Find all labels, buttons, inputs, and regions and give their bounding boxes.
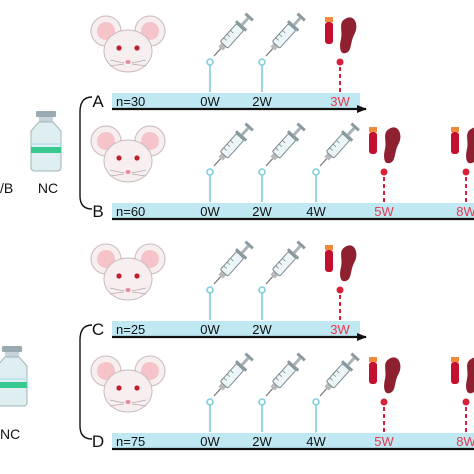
syringe-icon: [208, 238, 256, 290]
week-label: 2W: [252, 434, 272, 449]
timeline-bar: [112, 203, 474, 218]
injection-node: [312, 168, 320, 176]
group-bracket: [79, 324, 93, 440]
syringe-icon: [208, 120, 256, 172]
sample-node: [380, 168, 388, 176]
syringe-icon: [260, 10, 308, 62]
timeline-bar: [112, 433, 474, 448]
week-label: 2W: [252, 322, 272, 337]
injection-node: [258, 168, 266, 176]
mouse-icon: [90, 125, 166, 183]
syringe-icon: [208, 350, 256, 402]
syringe-icon: [208, 10, 256, 62]
syringe-icon: [260, 120, 308, 172]
sample-node: [462, 168, 470, 176]
blood-organ-sample-icon: [451, 127, 474, 164]
sample-node: [462, 398, 470, 406]
injection-node: [258, 398, 266, 406]
blood-organ-sample-icon: [369, 357, 401, 394]
blood-organ-sample-icon: [325, 17, 357, 54]
sample-week-label: 8W: [456, 434, 474, 449]
syringe-icon: [314, 350, 362, 402]
week-label: 2W: [252, 204, 272, 219]
syringe-icon: [260, 350, 308, 402]
week-label: 0W: [200, 94, 220, 109]
mouse-icon: [90, 243, 166, 301]
sample-week-label: 5W: [374, 204, 394, 219]
injection-node: [206, 398, 214, 406]
week-label: 4W: [306, 434, 326, 449]
timeline-bar: [112, 93, 360, 108]
week-label: 2W: [252, 94, 272, 109]
sample-node: [336, 58, 344, 66]
injection-node: [206, 286, 214, 294]
sample-week-label: 8W: [456, 204, 474, 219]
row-letter: A: [92, 92, 104, 111]
injection-node: [312, 398, 320, 406]
week-label: 4W: [306, 204, 326, 219]
sample-size-label: n=25: [116, 322, 145, 337]
blood-organ-sample-icon: [325, 245, 357, 282]
vaccine-vial-icon: [30, 110, 62, 172]
sample-week-label: 5W: [374, 434, 394, 449]
sample-size-label: n=30: [116, 94, 145, 109]
mouse-icon: [90, 355, 166, 413]
sample-node: [336, 286, 344, 294]
row-letter: B: [92, 202, 103, 221]
vaccine-vial-icon: [0, 345, 28, 407]
week-label: 0W: [200, 434, 220, 449]
sample-week-label: 3W: [330, 322, 350, 337]
vial-label: /B: [0, 180, 13, 196]
row-letter: C: [92, 320, 104, 339]
sample-size-label: n=60: [116, 204, 145, 219]
vial-label: NC: [38, 180, 58, 196]
group-bracket: [79, 96, 93, 210]
syringe-icon: [314, 120, 362, 172]
injection-node: [206, 58, 214, 66]
blood-organ-sample-icon: [451, 357, 474, 394]
row-letter: D: [92, 432, 104, 451]
vial-label: NC: [0, 426, 20, 442]
sample-node: [380, 398, 388, 406]
blood-organ-sample-icon: [369, 127, 401, 164]
injection-node: [258, 58, 266, 66]
syringe-icon: [260, 238, 308, 290]
timeline-bar: [112, 321, 360, 336]
sample-week-label: 3W: [330, 94, 350, 109]
week-label: 0W: [200, 204, 220, 219]
injection-node: [206, 168, 214, 176]
sample-size-label: n=75: [116, 434, 145, 449]
injection-node: [258, 286, 266, 294]
week-label: 0W: [200, 322, 220, 337]
mouse-icon: [90, 15, 166, 73]
